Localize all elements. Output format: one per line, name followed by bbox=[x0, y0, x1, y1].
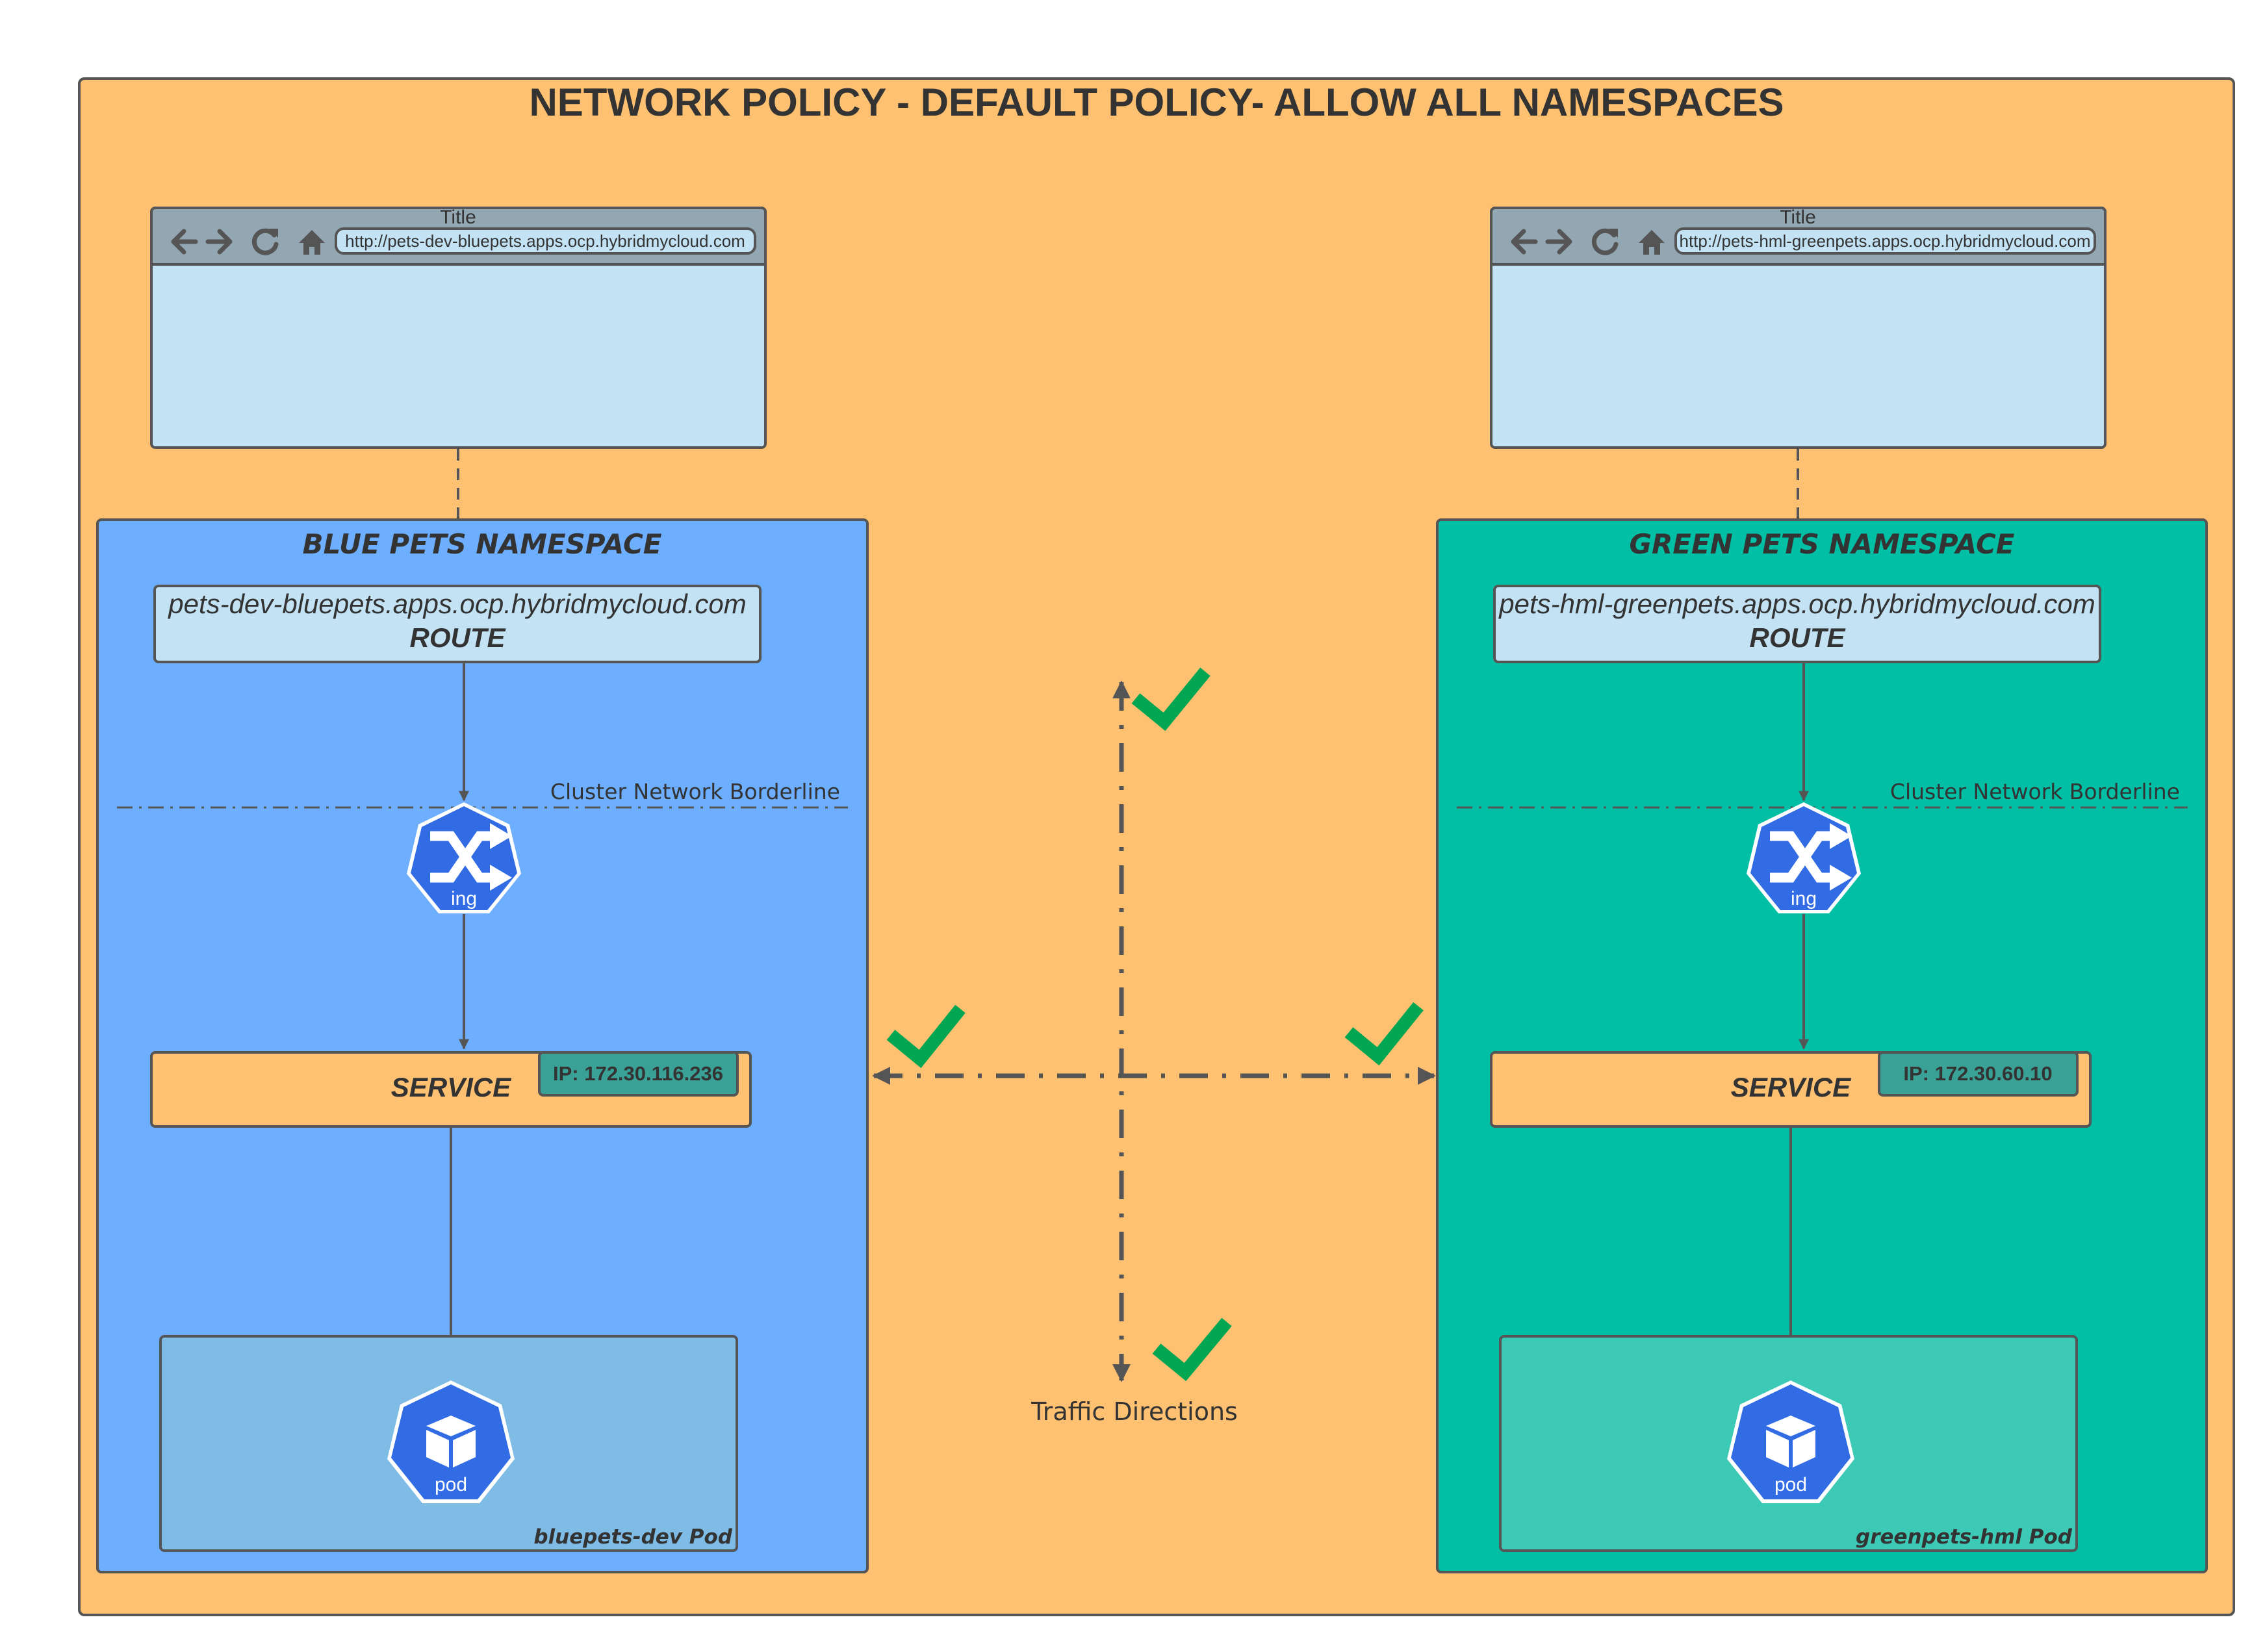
ingress-label: ing bbox=[1791, 888, 1817, 909]
service-ip: IP: 172.30.60.10 bbox=[1903, 1062, 2052, 1085]
borderline-label: Cluster Network Borderline bbox=[550, 779, 840, 804]
url-text: http://pets-dev-bluepets.apps.ocp.hybrid… bbox=[345, 231, 745, 251]
ingress-icon: ing bbox=[1747, 802, 1861, 913]
url-bar[interactable] bbox=[1674, 227, 2096, 255]
service-label: SERVICE bbox=[1731, 1072, 1852, 1102]
pod-icon: pod bbox=[387, 1380, 515, 1503]
namespace-title: GREEN PETS NAMESPACE bbox=[1629, 528, 2014, 560]
reload-icon[interactable] bbox=[251, 228, 279, 255]
url-text: http://pets-hml-greenpets.apps.ocp.hybri… bbox=[1680, 231, 2091, 251]
service-label: SERVICE bbox=[391, 1072, 512, 1102]
forward-arrow-icon[interactable] bbox=[205, 229, 233, 255]
route-label: ROUTE bbox=[1750, 622, 1847, 653]
url-bar[interactable] bbox=[335, 227, 756, 255]
browser-window-green: Title http://pets-hml-greenpets.apps.ocp… bbox=[1490, 207, 2107, 449]
check-icon bbox=[1344, 1002, 1424, 1066]
namespace-title: BLUE PETS NAMESPACE bbox=[303, 528, 662, 560]
service-ip-badge bbox=[538, 1051, 739, 1097]
ingress-label: ing bbox=[451, 888, 477, 909]
traffic-directions-label: Traffic Directions bbox=[1031, 1397, 1238, 1426]
home-icon[interactable] bbox=[299, 230, 325, 255]
back-arrow-icon[interactable] bbox=[171, 229, 198, 255]
check-icon bbox=[1131, 667, 1210, 731]
blue-namespace: BLUE PETS NAMESPACE pets-dev-bluepets.ap… bbox=[96, 518, 869, 1573]
forward-arrow-icon[interactable] bbox=[1545, 229, 1572, 255]
reload-icon[interactable] bbox=[1591, 228, 1619, 255]
route-box[interactable] bbox=[1493, 585, 2101, 663]
browser-title: Title bbox=[440, 207, 476, 228]
route-box[interactable] bbox=[153, 585, 762, 663]
green-namespace: GREEN PETS NAMESPACE pets-hml-greenpets.… bbox=[1436, 518, 2208, 1573]
pod-icon: pod bbox=[1727, 1380, 1854, 1503]
pod-icon-label: pod bbox=[435, 1474, 467, 1495]
check-icon bbox=[1152, 1317, 1232, 1382]
route-host: pets-dev-bluepets.apps.ocp.hybridmycloud… bbox=[167, 589, 746, 619]
page-title: NETWORK POLICY - DEFAULT POLICY- ALLOW A… bbox=[529, 81, 1784, 124]
back-arrow-icon[interactable] bbox=[1511, 229, 1538, 255]
check-icon bbox=[886, 1004, 966, 1069]
pod-caption: greenpets-hml Pod bbox=[1856, 1525, 2073, 1549]
service-ip-badge bbox=[1878, 1051, 2079, 1097]
traffic-directions: Traffic Directions bbox=[872, 667, 1436, 1426]
borderline-label: Cluster Network Borderline bbox=[1890, 779, 2180, 804]
home-icon[interactable] bbox=[1639, 230, 1665, 255]
pod-caption: bluepets-dev Pod bbox=[533, 1525, 732, 1549]
pod-icon-label: pod bbox=[1774, 1474, 1807, 1495]
browser-window-blue: Title http://pets-dev-bluepets.apps.ocp.… bbox=[150, 207, 767, 449]
route-host: pets-hml-greenpets.apps.ocp.hybridmyclou… bbox=[1498, 589, 2095, 619]
ingress-icon: ing bbox=[407, 802, 521, 913]
browser-title: Title bbox=[1780, 207, 1816, 228]
service-ip: IP: 172.30.116.236 bbox=[553, 1062, 723, 1085]
route-label: ROUTE bbox=[410, 622, 507, 653]
